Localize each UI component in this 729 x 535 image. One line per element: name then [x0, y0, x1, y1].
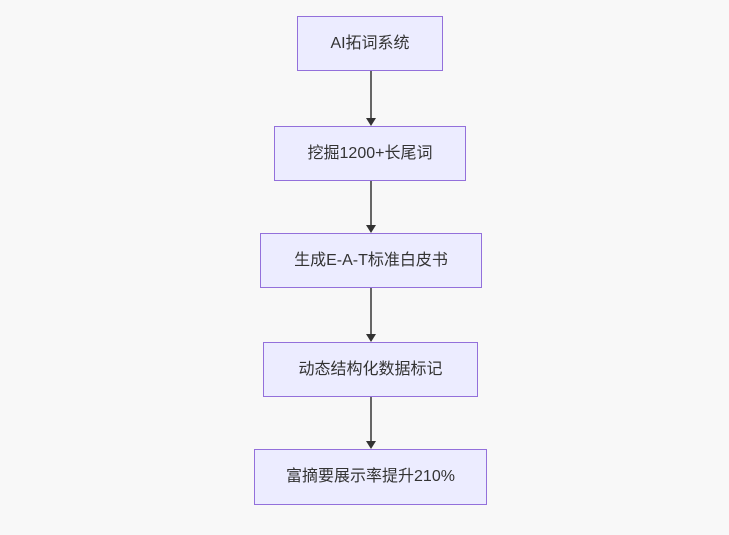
arrowhead-down-icon: [365, 334, 376, 342]
node-label: 挖掘1200+长尾词: [307, 144, 433, 162]
arrowhead-down-icon: [365, 225, 376, 233]
node-label: 富摘要展示率提升210%: [286, 468, 455, 486]
arrow-connector-3: [365, 288, 377, 342]
arrow-line: [369, 181, 372, 226]
node-generate-eat-whitepaper: 生成E-A-T标准白皮书: [260, 233, 482, 288]
arrowhead-down-icon: [365, 118, 376, 126]
arrow-connector-4: [365, 397, 377, 449]
node-label: AI拓词系统: [330, 34, 410, 52]
node-mine-longtail-keywords: 挖掘1200+长尾词: [274, 126, 466, 181]
node-dynamic-structured-data-markup: 动态结构化数据标记: [263, 342, 478, 397]
node-ai-topic-word-system: AI拓词系统: [297, 16, 443, 71]
node-label: 生成E-A-T标准白皮书: [294, 251, 448, 269]
arrow-line: [369, 71, 372, 119]
arrowhead-down-icon: [365, 441, 376, 449]
arrow-connector-2: [365, 181, 377, 233]
node-rich-snippet-rate-increase: 富摘要展示率提升210%: [254, 449, 487, 505]
node-label: 动态结构化数据标记: [298, 360, 443, 378]
arrow-line: [369, 397, 372, 442]
arrow-connector-1: [365, 71, 377, 126]
arrow-line: [369, 288, 372, 335]
